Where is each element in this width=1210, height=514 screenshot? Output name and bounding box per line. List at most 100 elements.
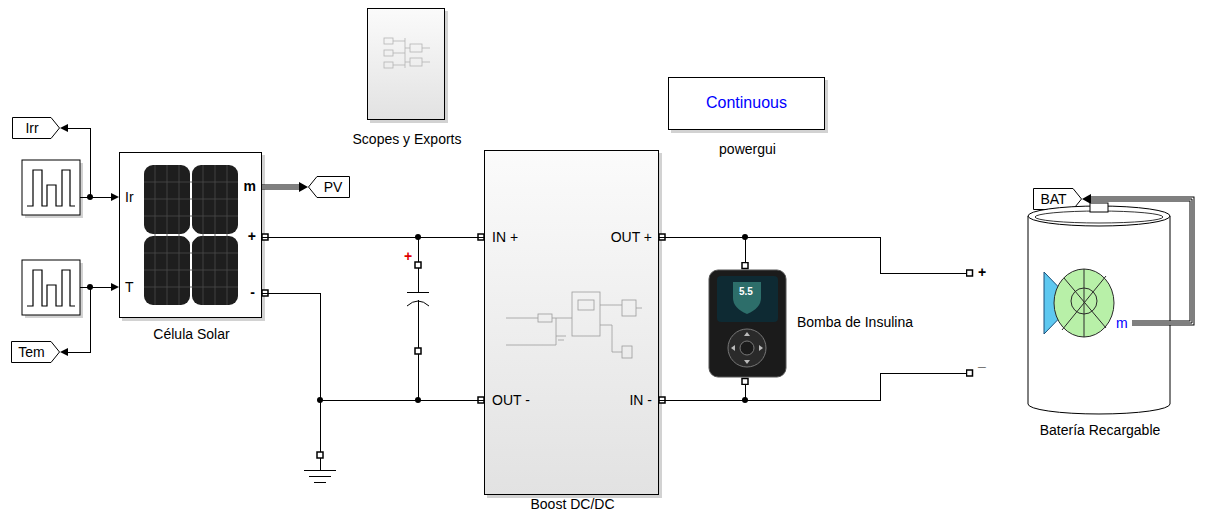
subsystem-thumbnail	[572, 292, 600, 336]
signal-arrowhead	[60, 124, 68, 132]
power-wire	[659, 237, 966, 273]
subsystem-thumbnail	[622, 300, 636, 316]
block-label: Scopes y Exports	[353, 131, 462, 147]
solar-cell-block: IrTm+-Célula Solar	[119, 152, 262, 318]
pulse-generator	[22, 160, 80, 215]
pulse-generator	[22, 260, 80, 315]
signal-line	[80, 287, 112, 288]
bus-signal	[262, 182, 308, 192]
tag-name: Irr	[25, 120, 38, 136]
power-wire	[262, 293, 484, 400]
battery-illustration	[1132, 322, 1175, 325]
solar-panel-icon	[143, 164, 239, 306]
block-label: +	[248, 228, 256, 244]
block-label: IN +	[492, 229, 518, 245]
pump-illustration	[717, 276, 778, 322]
block-label: Ir	[125, 189, 134, 205]
block-label: Célula Solar	[153, 326, 229, 342]
block-label: Batería Recargable	[1040, 422, 1161, 438]
tag-name: BAT	[1040, 191, 1066, 207]
junction-dot	[87, 284, 93, 290]
block-label: _	[978, 353, 986, 369]
capacitor-symbol	[415, 348, 421, 354]
signal-arrowhead	[60, 348, 68, 356]
block-fill	[367, 8, 445, 120]
power-wire	[262, 237, 484, 238]
tag-outline	[309, 177, 350, 198]
subsystem-thumbnail	[506, 305, 642, 352]
converter-subsystem: IN +OUT +OUT -IN -Boost DC/DC	[484, 150, 659, 495]
bus-signal	[262, 187, 300, 188]
pump-illustration	[742, 263, 748, 269]
goto-tag: Tem	[11, 341, 60, 363]
power-wire	[659, 237, 745, 262]
block-label: T	[125, 279, 134, 295]
subsystem-thumbnail	[410, 58, 422, 66]
pump-illustration	[744, 332, 750, 336]
signal-arrowhead	[111, 283, 119, 291]
pump-illustration	[705, 262, 790, 385]
capacitor-symbol	[407, 301, 429, 306]
arrowhead	[299, 182, 308, 192]
signal-line	[80, 197, 112, 198]
block-fill	[119, 8, 825, 495]
power-wire	[659, 237, 745, 262]
solar-panel-icon	[144, 165, 238, 305]
goto-tag: PV	[308, 176, 350, 198]
subsystem-thumbnail	[622, 346, 632, 358]
tag-outline	[12, 342, 60, 363]
battery-illustration	[1132, 321, 1175, 326]
solver-block: Continuouspowergui	[668, 77, 825, 130]
block-label: Continuous	[669, 94, 824, 112]
pump-illustration	[740, 341, 754, 355]
block-label: powergui	[719, 141, 776, 157]
signal-line	[68, 128, 90, 197]
pulse-generator	[27, 170, 75, 206]
subsystem-thumbnail	[405, 48, 430, 62]
subsystem-thumbnail	[538, 314, 552, 322]
insulin-pump: Bomba de Insulina	[705, 262, 790, 385]
subsystem-thumbnail	[410, 44, 422, 52]
power-wire	[659, 373, 966, 400]
subsystem-thumbnail	[556, 336, 566, 340]
battery-illustration	[1090, 203, 1108, 212]
pump-illustration	[759, 345, 763, 351]
block-label: +	[978, 264, 986, 280]
block-fill	[119, 152, 262, 318]
goto-tag: Irr	[12, 117, 60, 139]
power-wire	[659, 385, 745, 400]
display-reading: 5.5	[739, 286, 753, 298]
subsystem-block: Scopes y Exports	[367, 8, 445, 120]
pump-illustration	[731, 345, 735, 351]
block-label: Boost DC/DC	[530, 496, 614, 512]
power-wire	[262, 237, 484, 238]
battery-block: +_mBatería Recargable	[966, 198, 1175, 416]
block-label: OUT -	[492, 392, 530, 408]
power-wire	[262, 293, 484, 400]
signal-line	[68, 287, 90, 352]
pump-illustration	[728, 329, 766, 367]
power-wire	[659, 237, 966, 273]
signal-arrowhead	[111, 193, 119, 201]
battery-illustration	[1062, 269, 1106, 337]
subsystem-thumbnail	[384, 38, 393, 44]
battery-illustration	[1132, 323, 1175, 324]
capacitor-symbol	[415, 262, 421, 268]
ground-symbol	[317, 452, 323, 458]
pulse-generator	[22, 160, 80, 315]
polarity-mark: +	[404, 248, 412, 264]
junction-dot	[87, 194, 748, 403]
bus-signal	[262, 185, 300, 190]
block-label: IN -	[629, 392, 652, 408]
battery-illustration	[967, 370, 973, 376]
block-label: -	[250, 284, 255, 300]
battery-illustration	[967, 270, 973, 276]
power-wire	[659, 373, 966, 400]
ground-symbol	[304, 400, 336, 482]
subsystem-thumbnail	[578, 300, 594, 310]
solar-panel-icon	[183, 227, 199, 243]
pump-illustration	[709, 270, 786, 377]
tag-name: PV	[324, 179, 343, 195]
battery-illustration	[1054, 269, 1114, 337]
